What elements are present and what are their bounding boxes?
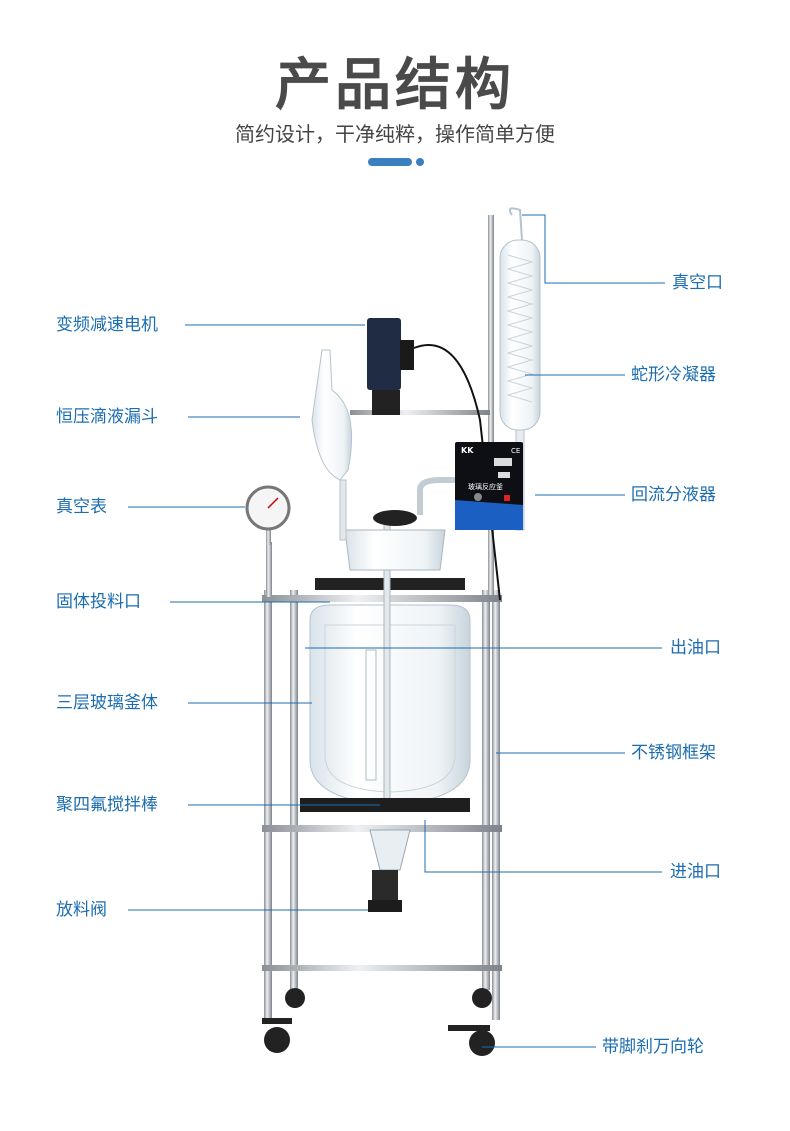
vacuum-gauge	[245, 485, 291, 545]
label-glass-vessel: 三层玻璃釜体	[56, 693, 158, 713]
page-title: 产品结构	[275, 53, 515, 118]
title-underline-dot	[416, 158, 424, 166]
page-subtitle: 简约设计，干净纯粹，操作简单方便	[235, 122, 555, 146]
svg-text:KK: KK	[461, 446, 474, 455]
ce-mark: CE	[511, 447, 520, 455]
control-box: KK CE 玻璃反应釜	[455, 442, 523, 530]
label-dropping-funnel: 恒压滴液漏斗	[56, 407, 158, 427]
label-motor: 变频减速电机	[56, 315, 158, 335]
label-coil-condenser: 蛇形冷凝器	[631, 365, 716, 385]
caster-wheels	[262, 988, 495, 1056]
label-discharge-valve: 放料阀	[56, 900, 107, 920]
label-oil-inlet: 进油口	[670, 862, 721, 882]
label-oil-outlet: 出油口	[670, 638, 721, 658]
label-solid-feed-port: 固体投料口	[56, 592, 141, 612]
label-casters: 带脚刹万向轮	[602, 1037, 704, 1057]
label-vacuum-gauge: 真空表	[56, 497, 107, 517]
dropping-funnel	[311, 349, 353, 541]
label-ptfe-stirrer: 聚四氟搅拌棒	[56, 795, 158, 815]
label-vacuum-port: 真空口	[672, 273, 723, 293]
glass-vessel	[300, 519, 471, 912]
reactor-lid	[344, 510, 446, 571]
label-reflux-separator: 回流分液器	[631, 485, 716, 505]
title-underline-bar	[368, 158, 412, 166]
leader-lines	[128, 214, 665, 1048]
control-box-label: 玻璃反应釜	[468, 482, 503, 491]
label-steel-frame: 不锈钢框架	[631, 743, 716, 763]
motor	[367, 318, 501, 601]
